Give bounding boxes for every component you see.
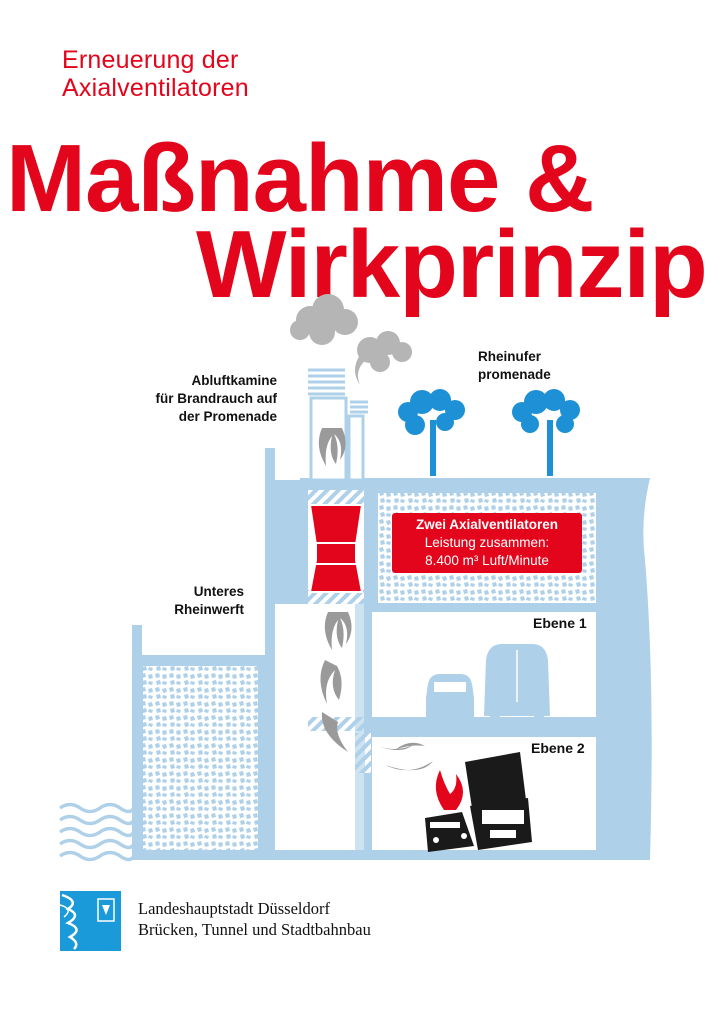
info-line-2: Leistung zusammen: (424, 535, 550, 550)
footer-line-1: Landeshauptstadt Düsseldorf (138, 899, 330, 918)
wharf-label-line-2: Rheinwerft (174, 602, 244, 617)
subtitle-line-2: Axialventilatoren (62, 74, 249, 102)
gravel-fill (143, 666, 258, 850)
car-icon (425, 812, 474, 852)
smoke-cloud-icon (290, 294, 412, 385)
duesseldorf-logo-icon (60, 891, 121, 951)
tree-icon (512, 389, 580, 476)
title-line-2: Wirkprinzip (196, 211, 708, 318)
footer-text: Landeshauptstadt Düsseldorf Brücken, Tun… (138, 898, 371, 940)
page-title: Maßnahme & Wirkprinzip (6, 131, 708, 318)
info-title: Zwei Axialventilatoren (415, 517, 559, 532)
chimney-label-line-2: für Brandrauch auf (155, 391, 277, 406)
subtitle-line-1: Erneuerung der (62, 46, 239, 74)
level-1-label: Ebene 1 (533, 615, 587, 631)
title-line-1: Maßnahme & (6, 125, 594, 232)
exhaust-chimneys (308, 368, 368, 482)
subtitle: Erneuerung der Axialventilatoren (62, 46, 249, 102)
fan-info-box: Zwei Axialventilatoren Leistung zusammen… (392, 513, 582, 573)
promenade-label: Rheinufer promenade (478, 348, 551, 384)
tree-icon (398, 389, 465, 476)
van-icon (484, 644, 550, 724)
smoke-plume-icon (318, 428, 433, 771)
car-icon (426, 674, 474, 724)
chimney-label: Abluftkamine für Brandrauch auf der Prom… (150, 372, 277, 426)
truck-icon (465, 752, 532, 850)
promenade-label-line-2: promenade (478, 367, 551, 382)
water-waves-icon (58, 802, 136, 862)
wharf-label-line-1: Unteres (193, 584, 244, 599)
promenade-label-line-1: Rheinufer (478, 349, 542, 364)
level-1-room (372, 612, 596, 722)
info-line-3: 8.400 m³ Luft/Minute (425, 553, 549, 568)
level-2-label: Ebene 2 (531, 740, 585, 756)
chimney-label-line-1: Abluftkamine (191, 373, 277, 388)
footer-line-2: Brücken, Tunnel und Stadtbahnbau (138, 920, 371, 939)
axial-fan-icon (308, 504, 364, 593)
chimney-label-line-3: der Promenade (178, 409, 277, 424)
flame-icon (435, 770, 463, 810)
wharf-label: Unteres Rheinwerft (140, 583, 244, 619)
